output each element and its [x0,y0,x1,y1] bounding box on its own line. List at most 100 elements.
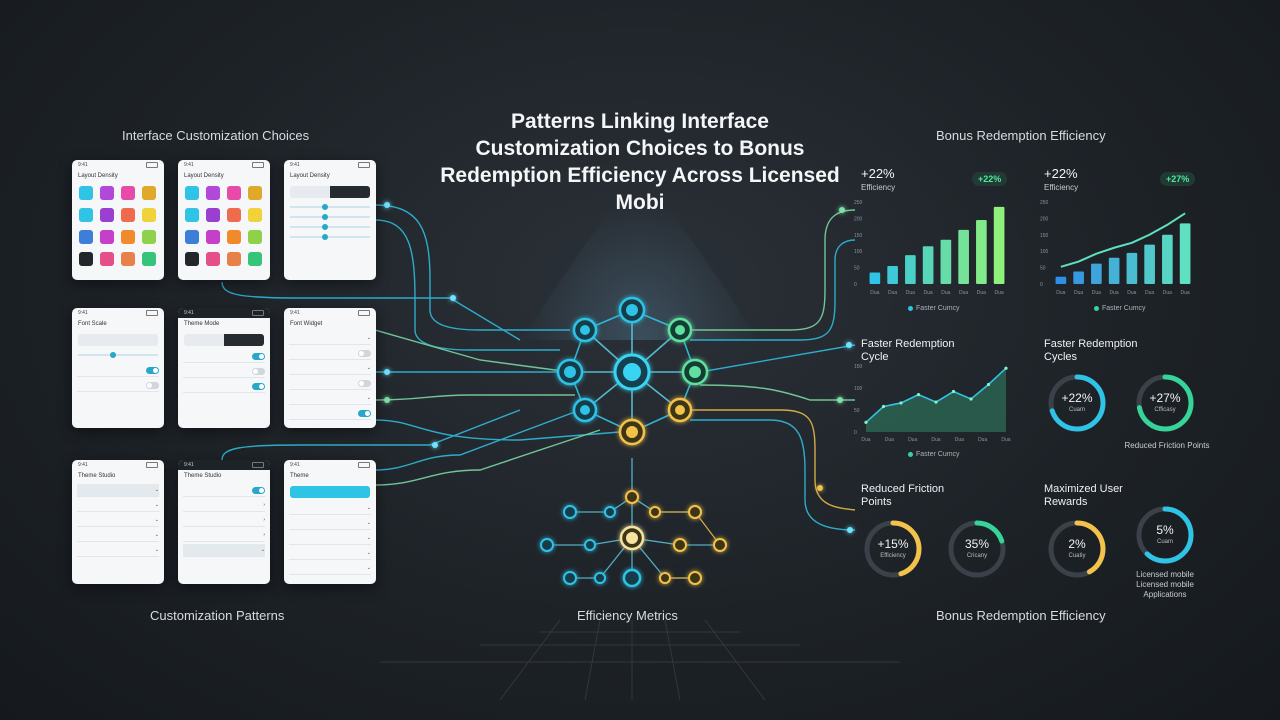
color-swatch[interactable] [100,186,114,200]
color-swatch[interactable] [142,230,156,244]
y-tick-label: 50 [1040,266,1046,272]
theme-segment[interactable] [184,334,264,346]
font-slider[interactable] [78,352,158,358]
toggle[interactable] [252,367,265,375]
color-swatch[interactable] [248,186,262,200]
bar [869,272,881,284]
color-swatch[interactable] [227,230,241,244]
list-row[interactable]: ⌄ [77,544,159,557]
list-row[interactable]: ⌄ [77,529,159,542]
phone-title: Font Scale [78,321,107,327]
list-row[interactable]: ⌄ [77,484,159,497]
list-row[interactable]: ⌄ [289,332,371,345]
color-swatch[interactable] [79,230,93,244]
data-point [951,389,956,394]
toggle[interactable] [146,381,159,389]
color-swatch[interactable] [142,186,156,200]
color-swatch[interactable] [206,208,220,222]
list-row[interactable]: ⌄ [289,547,371,560]
list-row[interactable]: ⌄ [289,362,371,375]
density-segment[interactable] [290,186,370,198]
color-swatch[interactable] [248,230,262,244]
color-swatch[interactable] [206,252,220,266]
x-tick-label: Dua [978,437,987,443]
bar [940,239,952,284]
x-tick-label: Dua [908,437,917,443]
mode-segment[interactable] [78,334,158,346]
color-swatch[interactable] [121,252,135,266]
toggle[interactable] [358,409,371,417]
color-swatch[interactable] [185,208,199,222]
color-swatch[interactable] [121,208,135,222]
color-swatch[interactable] [227,208,241,222]
color-swatch[interactable] [79,186,93,200]
color-swatch[interactable] [248,208,262,222]
list-row[interactable]: ⌄ [183,544,265,557]
gauge-value: +27% [1149,391,1181,405]
list-row[interactable]: › [183,529,265,542]
color-swatch[interactable] [121,230,135,244]
color-swatch[interactable] [185,186,199,200]
list-row[interactable]: ⌄ [289,502,371,515]
y-tick-label: 200 [1040,216,1049,222]
phone-theme-studio: 9:41 Theme Studio ⌄ ⌄ ⌄ ⌄ ⌄ [72,460,164,584]
toggle[interactable] [358,379,371,387]
color-swatch-grid [178,182,270,270]
color-swatch[interactable] [206,230,220,244]
slider-1[interactable] [290,204,370,210]
gauge-rewards-2: 5%Cuam [1134,504,1196,566]
phone-title: Theme Mode [184,321,220,327]
toggle[interactable] [252,352,265,360]
y-tick-label: 150 [1040,233,1049,239]
y-tick-label: 100 [854,249,863,255]
x-tick-label: Dua [1127,290,1136,296]
y-tick-label: 0 [1040,282,1043,288]
color-swatch[interactable] [100,208,114,222]
slider-3[interactable] [290,224,370,230]
color-swatch[interactable] [142,208,156,222]
list-row[interactable]: › [183,514,265,527]
color-swatch[interactable] [79,252,93,266]
toggle-row [77,364,159,377]
connector-lines [221,204,856,531]
y-tick-label: 200 [854,216,863,222]
list-row[interactable]: ⌄ [289,392,371,405]
list-row[interactable]: ⌄ [289,562,371,575]
toggle[interactable] [146,366,159,374]
bar [905,255,916,284]
color-swatch[interactable] [142,252,156,266]
color-swatch[interactable] [121,186,135,200]
color-swatch[interactable] [100,252,114,266]
toggle-row [183,350,265,363]
list-row[interactable]: › [183,499,265,512]
kpi-bar2-sub: Efficiency [1044,183,1079,192]
gauge-arc [1136,506,1194,564]
color-swatch[interactable] [227,252,241,266]
color-swatch[interactable] [185,252,199,266]
list-row[interactable]: ⌄ [289,517,371,530]
color-swatch[interactable] [100,230,114,244]
list-row[interactable]: ⌄ [77,499,159,512]
gauge-rewards-1: 2%Cuatiy [1046,518,1108,580]
toggle[interactable] [252,486,265,494]
list-row[interactable]: ⌄ [289,532,371,545]
cta-button[interactable] [290,486,370,498]
color-swatch[interactable] [227,186,241,200]
color-swatch[interactable] [206,186,220,200]
toggle[interactable] [358,349,371,357]
slider-2[interactable] [290,214,370,220]
note-licensed: Licensed mobile Licensed mobile Applicat… [1136,570,1194,599]
color-swatch[interactable] [79,208,93,222]
toggle[interactable] [252,382,265,390]
status-bar: 9:41 [178,308,270,318]
phone-title: Theme Studio [184,473,222,479]
gauge-ring [1048,520,1106,578]
bar [1055,276,1067,284]
gauge-value: +15% [877,537,909,551]
slider-4[interactable] [290,234,370,240]
color-swatch[interactable] [185,230,199,244]
color-swatch[interactable] [248,252,262,266]
gauge-sub-label: Cuatiy [1068,553,1086,559]
list-row[interactable]: ⌄ [77,514,159,527]
page-title: Patterns Linking Interface Customization… [440,110,840,214]
